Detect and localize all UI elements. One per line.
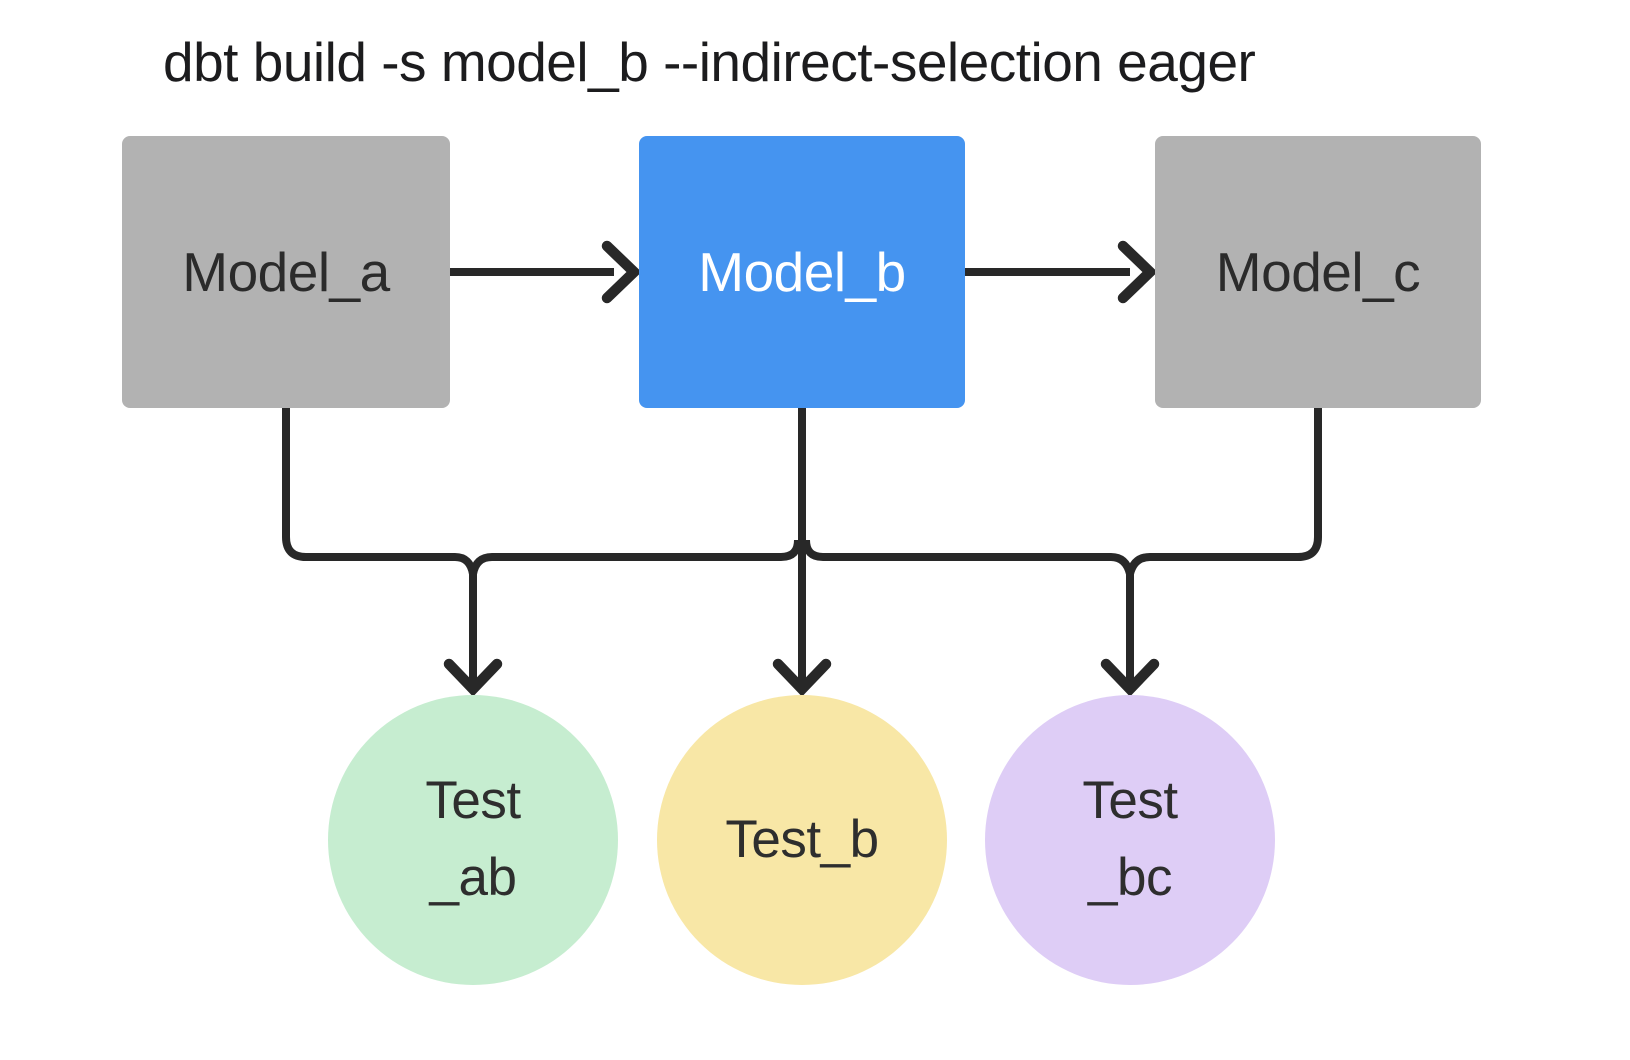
model-b-node: Model_b — [639, 136, 965, 408]
test-b-node: Test_b — [657, 695, 947, 985]
test-bc-label-line2: _bc — [1088, 848, 1172, 907]
test-ab-label-line2: _ab — [429, 848, 517, 907]
model-c-node: Model_c — [1155, 136, 1481, 408]
edge-a-to-b-arrowhead — [601, 240, 642, 304]
bus-mid-left — [469, 539, 802, 575]
test-ab-label-line1: Test — [425, 771, 521, 831]
model-a-node: Model_a — [122, 136, 450, 408]
model-b-label: Model_b — [698, 241, 906, 303]
test-bc-label-line1: Test — [1082, 771, 1178, 831]
test-bc-node: Test _bc — [985, 695, 1275, 985]
model-c-label: Model_c — [1215, 241, 1421, 303]
edge-bus-to-test-ab-arrowhead — [443, 658, 503, 697]
bus-mid-right — [802, 539, 1134, 576]
edge-bus-to-test-bc-arrowhead — [1100, 658, 1160, 697]
diagram-title: dbt build -s model_b --indirect-selectio… — [163, 31, 1256, 93]
edge-model-b-to-test-b-arrowhead — [772, 658, 832, 697]
edge-b-to-c-arrowhead — [1117, 240, 1158, 304]
bus-from-model-c — [1126, 408, 1322, 576]
test-ab-node: Test _ab — [328, 695, 618, 985]
bus-from-model-a — [282, 408, 477, 575]
model-a-label: Model_a — [182, 241, 390, 303]
test-b-label-line1: Test_b — [725, 809, 879, 869]
